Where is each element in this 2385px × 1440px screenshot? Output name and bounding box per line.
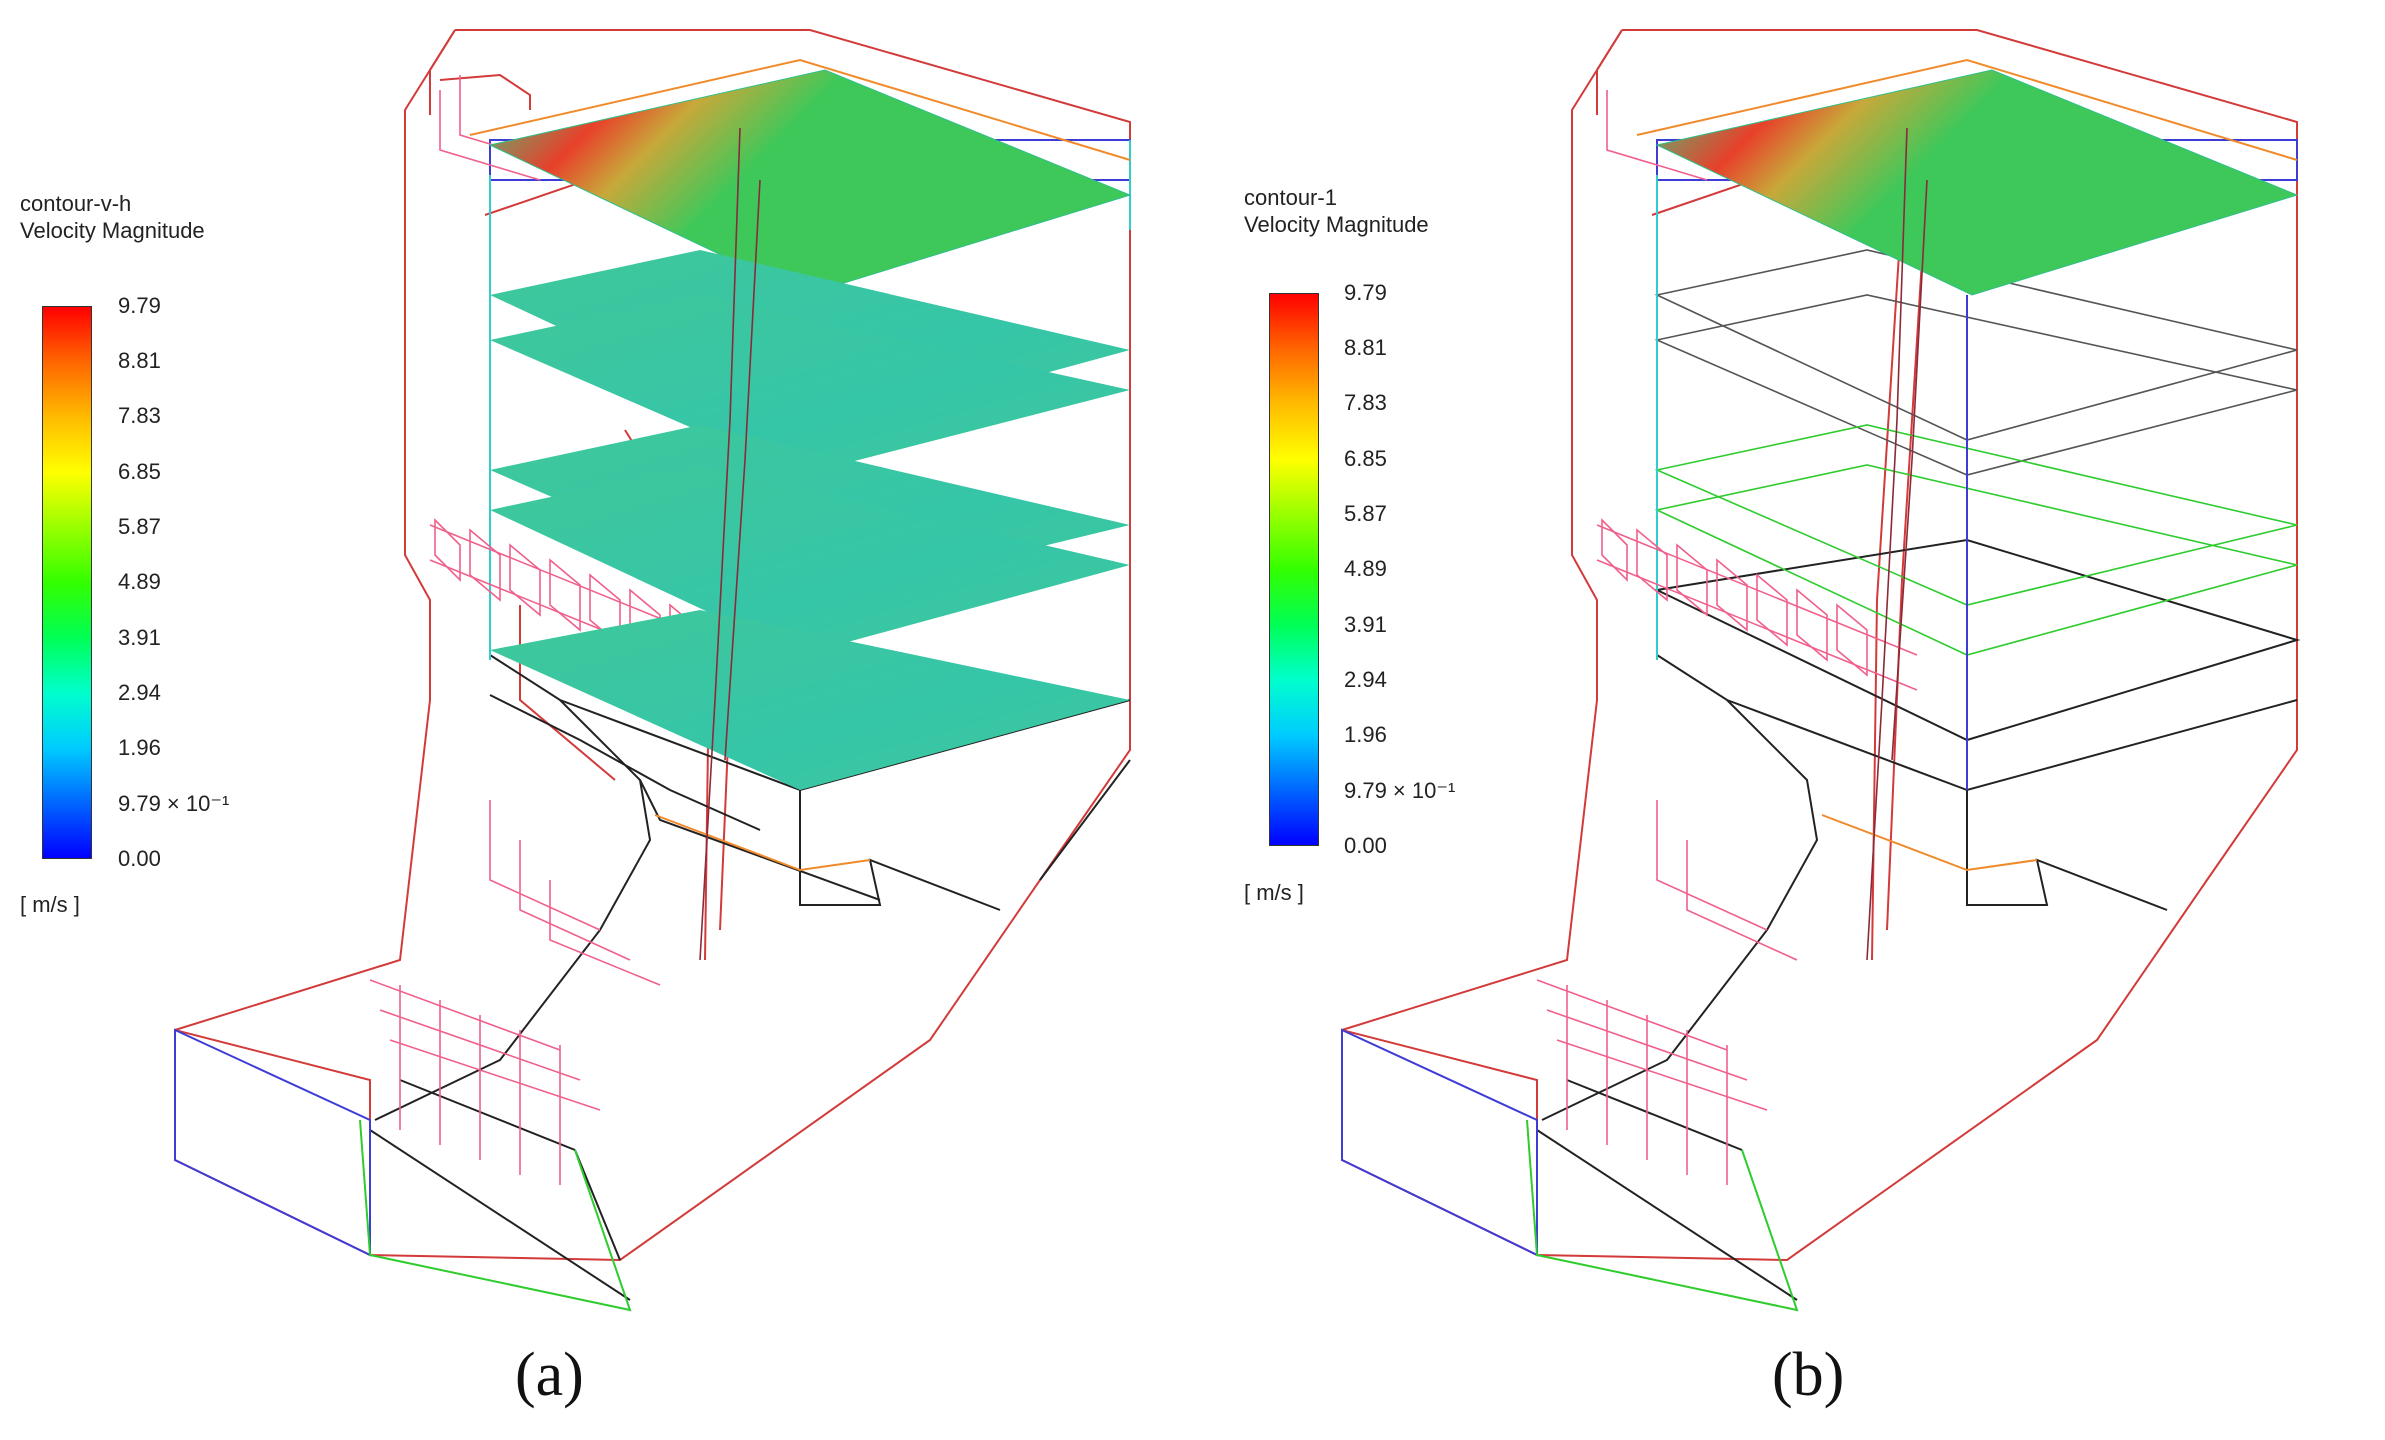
colorbar bbox=[1269, 293, 1319, 846]
legend-units: [ m/s ] bbox=[1244, 880, 1304, 905]
slice-outlines bbox=[1654, 249, 2298, 476]
furnace-model-a bbox=[174, 29, 1132, 1312]
contour-plane-5 bbox=[490, 610, 1130, 790]
contour-plane-top bbox=[1655, 69, 2299, 296]
inner-outline bbox=[1866, 127, 1928, 961]
panel-a: contour-v-h Velocity Magnitude 9.79 8.81… bbox=[0, 0, 1192, 1440]
tick-label: 7.83 bbox=[118, 403, 161, 428]
tick-label: 3.91 bbox=[118, 625, 161, 650]
inner-outline bbox=[699, 127, 761, 961]
tick-label: 9.79 × 10⁻¹ bbox=[118, 791, 230, 816]
inlet-duct bbox=[1341, 58, 2298, 1312]
panel-caption: (a) bbox=[515, 1341, 584, 1409]
tick-label: 8.81 bbox=[1344, 335, 1387, 360]
colorbar bbox=[42, 306, 92, 859]
tick-label: 0.00 bbox=[1344, 833, 1387, 858]
tick-label: 6.85 bbox=[1344, 446, 1387, 471]
tick-label: 4.89 bbox=[118, 569, 161, 594]
tick-label: 4.89 bbox=[1344, 556, 1387, 581]
contour-planes bbox=[488, 69, 1132, 790]
legend-contour-name: contour-v-h bbox=[20, 191, 132, 216]
tick-label: 9.79 bbox=[1344, 280, 1387, 305]
panel-caption: (b) bbox=[1772, 1341, 1845, 1409]
hopper-edges bbox=[369, 654, 1131, 1301]
tick-label: 2.94 bbox=[118, 680, 161, 705]
tick-label: 5.87 bbox=[118, 514, 161, 539]
contour-plane-4 bbox=[490, 465, 1130, 655]
legend-quantity: Velocity Magnitude bbox=[20, 218, 205, 243]
legend-title: contour-1 Velocity Magnitude bbox=[1244, 184, 1429, 238]
panel-b: contour-1 Velocity Magnitude 9.79 8.81 7… bbox=[1192, 0, 2385, 1440]
tick-label: 1.96 bbox=[1344, 722, 1387, 747]
tick-label: 8.81 bbox=[118, 348, 161, 373]
tick-label: 0.00 bbox=[118, 846, 161, 871]
tick-label: 3.91 bbox=[1344, 612, 1387, 637]
contour-plane-2 bbox=[490, 295, 1130, 475]
tick-label: 5.87 bbox=[1344, 501, 1387, 526]
hopper-edges bbox=[1536, 538, 2301, 1301]
legend-units: [ m/s ] bbox=[20, 892, 80, 917]
tick-label: 9.79 × 10⁻¹ bbox=[1344, 778, 1456, 803]
legend-title: contour-v-h Velocity Magnitude bbox=[20, 190, 205, 244]
tick-label: 1.96 bbox=[118, 735, 161, 760]
legend-quantity: Velocity Magnitude bbox=[1244, 212, 1429, 237]
burners bbox=[1536, 90, 1918, 1185]
tick-label: 6.85 bbox=[118, 459, 161, 484]
furnace-model-b bbox=[1341, 29, 2301, 1312]
slice-outlines-green bbox=[1654, 424, 2298, 656]
tick-label: 2.94 bbox=[1344, 667, 1387, 692]
legend-contour-name: contour-1 bbox=[1244, 185, 1337, 210]
tick-label: 7.83 bbox=[1344, 390, 1387, 415]
contour-plane-top bbox=[488, 69, 1132, 296]
tick-label: 9.79 bbox=[118, 293, 161, 318]
